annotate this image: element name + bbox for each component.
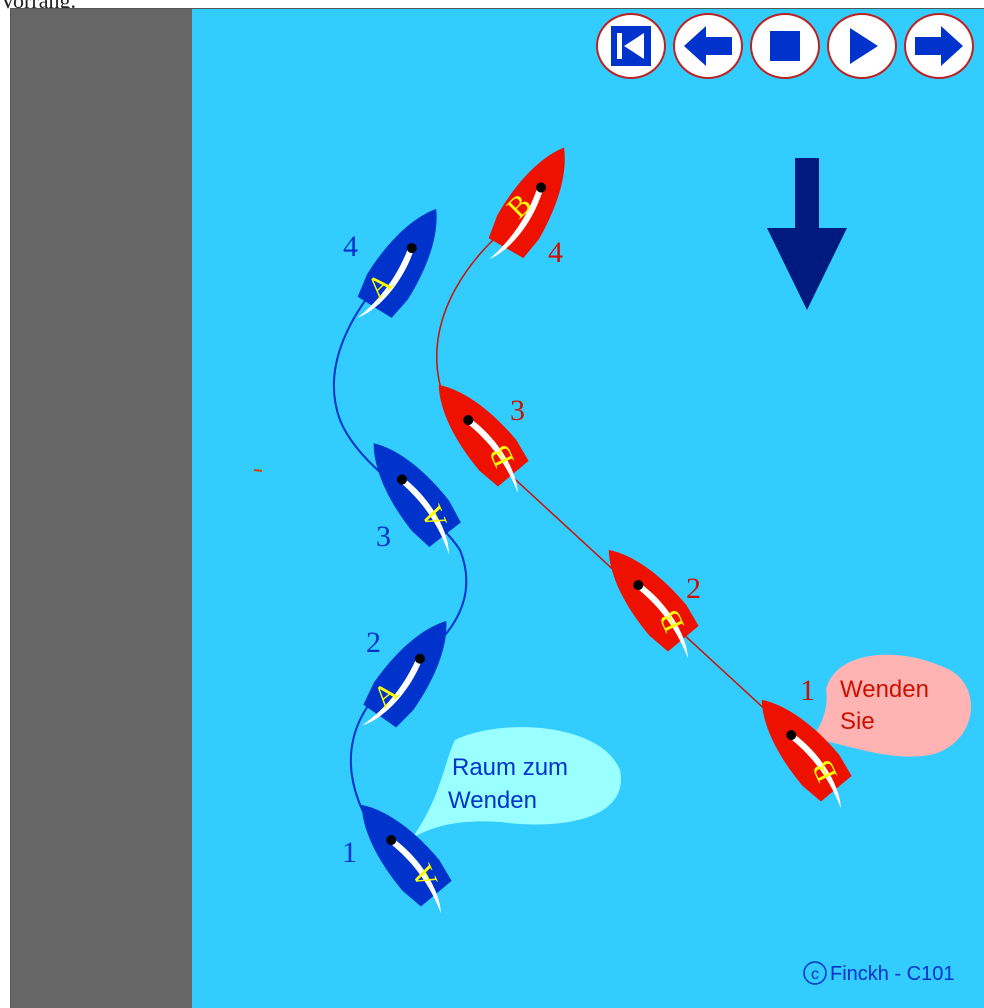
boat-a-track xyxy=(333,261,468,849)
shore-obstruction xyxy=(11,9,192,1008)
copyright-symbol: c xyxy=(811,966,819,983)
boat-b-position-1: B xyxy=(743,684,867,818)
diagram-frame xyxy=(10,8,984,1008)
stray-mark xyxy=(253,469,263,472)
wind-direction-arrow-icon xyxy=(767,158,847,310)
boat-b-label-4: 4 xyxy=(548,236,563,269)
step-back-button[interactable] xyxy=(673,13,743,79)
boat-b-track xyxy=(436,207,821,761)
rewind-to-start-button[interactable] xyxy=(596,13,666,79)
boat-a-speech-bubble xyxy=(412,727,621,838)
stop-button[interactable] xyxy=(750,13,820,79)
boat-a-position-3: A xyxy=(354,428,476,564)
boat-a-position-4: A xyxy=(344,196,457,336)
step-forward-button[interactable] xyxy=(904,13,974,79)
boat-b-label-1: 1 xyxy=(800,674,815,707)
boat-a-position-1: A xyxy=(343,789,467,923)
play-triangle-icon xyxy=(850,28,878,64)
arrow-right-icon xyxy=(915,26,963,66)
boat-b-label-3: 3 xyxy=(510,394,525,427)
copyright-text: Finckh - C101 xyxy=(830,963,955,985)
boat-b-position-2: B xyxy=(590,534,714,668)
boat-b-position-3: B xyxy=(420,369,544,503)
boat-a-label-1: 1 xyxy=(342,836,357,869)
boat-b-position-4: B xyxy=(476,135,585,276)
playback-controls xyxy=(596,13,974,79)
boat-a-speech-line-1: Raum zum xyxy=(452,754,568,781)
stop-square-icon xyxy=(770,31,800,61)
boat-b-speech-line-2: Sie xyxy=(840,708,875,735)
boat-a-label-4: 4 xyxy=(343,230,358,263)
boat-b-label-2: 2 xyxy=(686,572,701,605)
boat-b-speech-line-1: Wenden xyxy=(840,676,929,703)
boat-b-speech-bubble xyxy=(812,654,972,757)
boat-a-speech-line-2: Wenden xyxy=(448,787,537,814)
copyright-circle-icon xyxy=(803,961,827,985)
boat-a-label-2: 2 xyxy=(366,626,381,659)
arrow-left-icon xyxy=(684,26,732,66)
boat-a-label-3: 3 xyxy=(376,520,391,553)
copyright-notice: c Finckh - C101 xyxy=(803,961,955,985)
play-button[interactable] xyxy=(827,13,897,79)
skip-back-icon xyxy=(611,26,651,66)
